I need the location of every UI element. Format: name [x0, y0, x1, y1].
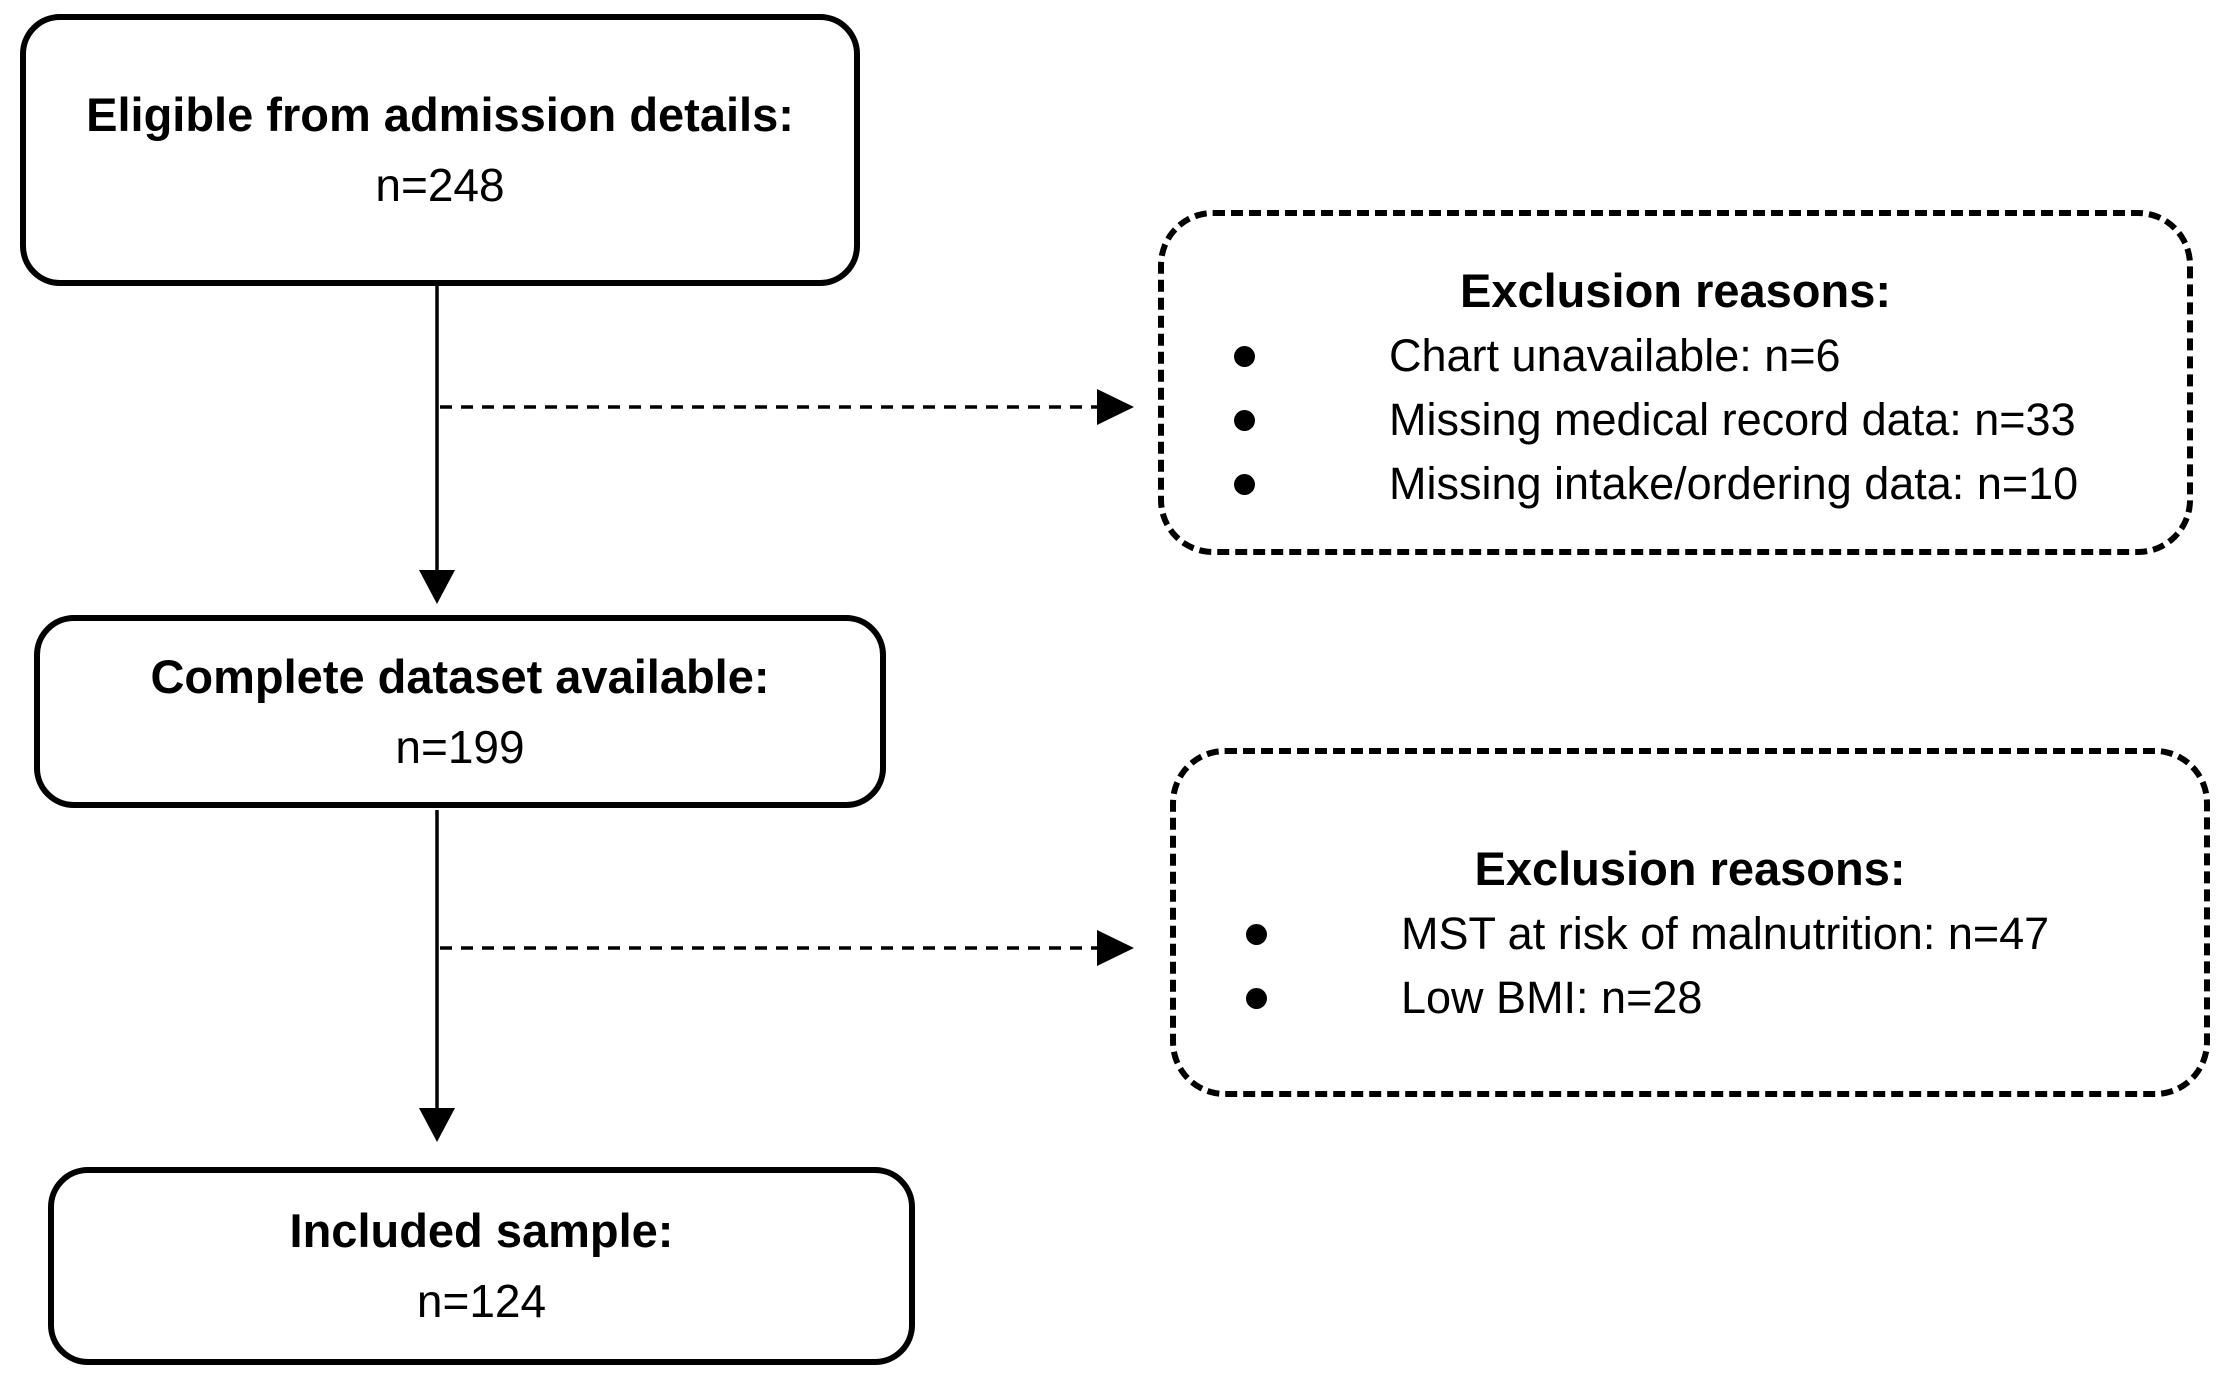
- down-arrow-icon: [419, 284, 455, 604]
- box-title: Complete dataset available:: [150, 649, 770, 703]
- box-n-value: n=248: [375, 159, 505, 211]
- bullet-icon: [1234, 346, 1255, 367]
- exclusion-title: Exclusion reasons:: [1460, 264, 1891, 317]
- flow-box-complete-dataset: Complete dataset available: n=199: [34, 615, 886, 808]
- exclusion-list: MST at risk of malnutrition: n=47 Low BM…: [1176, 902, 2204, 1030]
- flow-box-included-sample: Included sample: n=124: [48, 1167, 915, 1365]
- exclusion-item: Missing medical record data: n=33: [1164, 388, 2187, 452]
- box-title: Included sample:: [289, 1204, 674, 1257]
- down-arrow-icon: [419, 810, 455, 1142]
- exclusion-item-label: Chart unavailable: n=6: [1389, 330, 1841, 381]
- exclusion-item: Chart unavailable: n=6: [1164, 324, 2187, 388]
- box-n-value: n=124: [416, 1275, 547, 1327]
- exclusion-item-label: Missing medical record data: n=33: [1389, 394, 2076, 445]
- exclusion-item-label: Low BMI: n=28: [1401, 972, 1703, 1023]
- dashed-arrow-icon: [440, 930, 1134, 966]
- exclusion-item-label: MST at risk of malnutrition: n=47: [1401, 908, 2050, 959]
- dashed-arrow-icon: [440, 389, 1134, 425]
- bullet-icon: [1234, 474, 1255, 495]
- bullet-icon: [1246, 988, 1267, 1009]
- exclusion-item: MST at risk of malnutrition: n=47: [1176, 902, 2204, 966]
- box-title: Eligible from admission details:: [86, 88, 794, 141]
- exclusion-list: Chart unavailable: n=6 Missing medical r…: [1164, 324, 2187, 516]
- exclusion-item-label: Missing intake/ordering data: n=10: [1389, 458, 2079, 509]
- bullet-icon: [1234, 410, 1255, 431]
- bullet-icon: [1246, 924, 1267, 945]
- exclusion-item: Missing intake/ordering data: n=10: [1164, 452, 2187, 516]
- exclusion-box-2: Exclusion reasons: MST at risk of malnut…: [1170, 748, 2210, 1097]
- exclusion-item: Low BMI: n=28: [1176, 966, 2204, 1030]
- exclusion-box-1: Exclusion reasons: Chart unavailable: n=…: [1158, 210, 2193, 555]
- box-n-value: n=199: [395, 720, 525, 773]
- exclusion-title: Exclusion reasons:: [1474, 842, 1906, 895]
- flow-box-eligible: Eligible from admission details: n=248: [20, 14, 860, 286]
